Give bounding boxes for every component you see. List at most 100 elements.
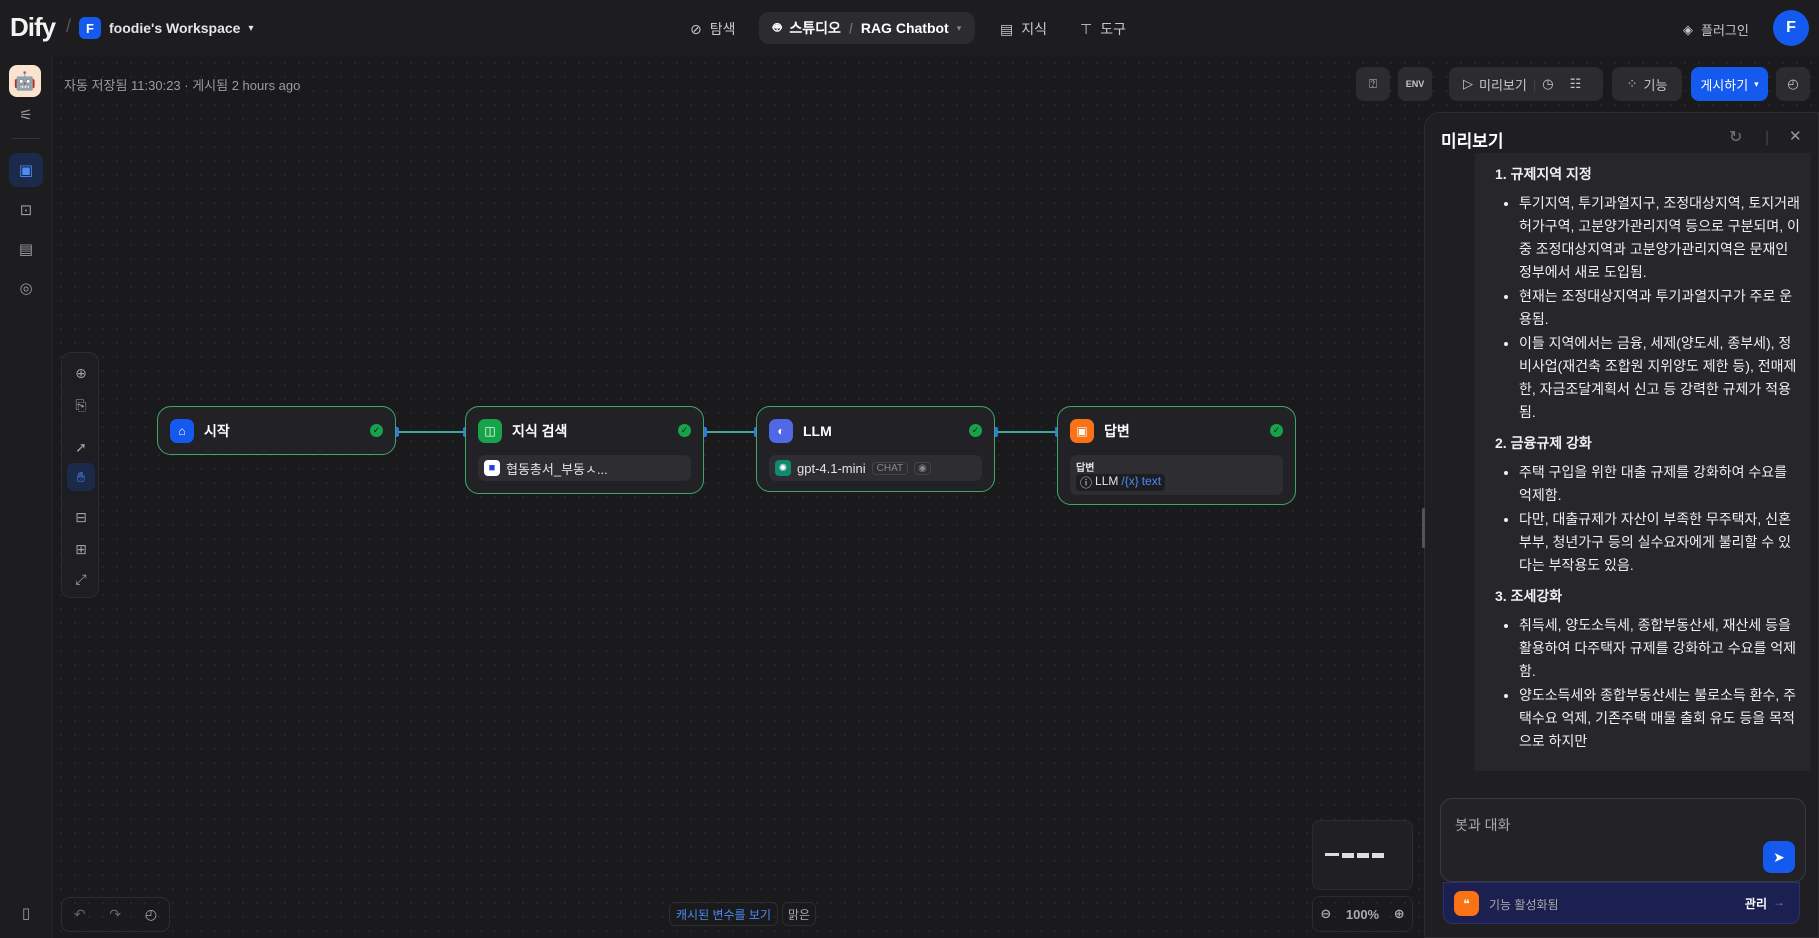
list-item: 취득세, 양도소득세, 종합부동산세, 재산세 등을 활용하여 다주택자 규제를… [1519, 614, 1803, 683]
workspace-name: foodie's Workspace [109, 20, 241, 36]
arrow-right-icon: → [1773, 895, 1785, 909]
node-start[interactable]: ⌂시작 ✓ [157, 406, 396, 455]
publish-label: 게시하기 [1700, 77, 1749, 93]
settings-sliders-icon[interactable]: ⚟ [19, 107, 33, 124]
zoom-level[interactable]: 100% [1345, 906, 1380, 922]
node-handle[interactable] [395, 427, 399, 437]
robot-icon: 🤖︎ [773, 19, 782, 35]
nav-knowledge[interactable]: ▤ 지식 [1000, 19, 1047, 39]
node-knowledge-retrieval[interactable]: ◫지식 검색 ✓ ■협동총서_부동ㅅ... [465, 406, 704, 494]
cube-icon: ◈ [1683, 21, 1693, 37]
hand-icon[interactable]: ✋︎ [67, 463, 95, 491]
model-mode-badge: CHAT [871, 461, 909, 475]
section-heading: 2. 금융규제 강화 [1495, 435, 1592, 451]
list-item: 주택 구입을 위한 대출 규제를 강화하여 수요를 억제함. [1519, 461, 1803, 507]
edge [995, 431, 1057, 433]
terminal-icon[interactable]: ⊡ [19, 202, 33, 219]
view-cached-vars-button[interactable]: 캐시된 변수를 보기 [669, 902, 778, 926]
edge [704, 431, 756, 433]
nav-tools-label: 도구 [1100, 21, 1126, 37]
monitoring-gauge-icon[interactable]: ◎ [19, 280, 33, 297]
nav-studio-label: 스튜디오 [789, 20, 841, 36]
workspace-selector[interactable]: F foodie's Workspace ▾ [79, 17, 253, 39]
refresh-icon[interactable]: ↻ [1729, 129, 1743, 146]
add-note-icon[interactable]: ⎘ [75, 396, 87, 413]
preview-title: 미리보기 [1441, 132, 1504, 151]
play-icon: ▷ [1463, 76, 1473, 91]
minimap-node [1342, 853, 1354, 858]
book-icon: ▤ [1000, 20, 1014, 37]
manage-link[interactable]: 관리 → [1745, 895, 1785, 912]
canvas-tools: ⊕ ⎘ ➚ ✋︎ ⊟ ⊞ ⤢ [61, 352, 99, 598]
manage-label: 관리 [1744, 897, 1767, 911]
chevron-down-icon: ▾ [1754, 78, 1759, 89]
organize-blocks-icon[interactable]: ⊞ [75, 540, 87, 557]
node-handle[interactable] [703, 427, 707, 437]
workflow-orchestrate-icon[interactable]: ▣ [9, 153, 43, 187]
run-history-icon[interactable]: ◷ [1542, 76, 1554, 91]
node-title: 시작 [204, 423, 230, 439]
compass-icon: ⊘ [690, 20, 702, 37]
minimap[interactable] [1312, 820, 1413, 890]
checklist-icon[interactable]: ☷ [1569, 76, 1582, 91]
export-image-icon[interactable]: ⊟ [75, 508, 87, 525]
publish-button[interactable]: 게시하기 ▾ [1691, 67, 1768, 101]
check-icon: ✓ [1270, 424, 1283, 437]
send-icon: ➤ [1773, 848, 1785, 865]
zoom-out-icon[interactable]: ⊖ [1320, 906, 1332, 921]
node-handle[interactable] [994, 427, 998, 437]
book-open-icon: ◫ [478, 419, 502, 443]
logs-icon[interactable]: ▤ [18, 241, 34, 258]
divider: | [1765, 129, 1770, 146]
list-item: 투기지역, 투기과열지구, 조정대상지역, 토지거래허가구역, 고분양가관리지역… [1519, 192, 1803, 284]
chevron-down-icon: ▾ [248, 22, 254, 34]
plugins-button[interactable]: ◈플러그인 [1683, 20, 1749, 39]
separator: / [66, 16, 72, 36]
clear-button[interactable]: 맑은 [782, 902, 817, 926]
app-icon[interactable]: 🤖 [9, 65, 41, 97]
env-button[interactable]: ENV [1398, 67, 1432, 101]
add-node-icon[interactable]: ⊕ [75, 364, 87, 381]
chat-input[interactable]: 봇과 대화 ➤ [1440, 798, 1806, 882]
version-history-button[interactable]: ◴ [1776, 67, 1810, 101]
panel-resize-handle[interactable] [1422, 508, 1425, 548]
dify-logo[interactable]: Dify [10, 12, 56, 42]
openai-icon: ✺ [775, 460, 791, 476]
answer-label: 답변 [1076, 463, 1095, 474]
node-title: LLM [803, 423, 832, 439]
app-name[interactable]: RAG Chatbot [860, 20, 949, 36]
chat-input-placeholder: 봇과 대화 [1455, 817, 1511, 833]
preview-button[interactable]: 미리보기 [1479, 77, 1527, 93]
check-icon: ✓ [678, 424, 691, 437]
sidebar-toggle-icon[interactable]: ▯ [21, 905, 31, 922]
hammer-icon: ⊤ [1080, 20, 1093, 37]
nav-knowledge-label: 지식 [1021, 21, 1047, 37]
section-heading: 1. 규제지역 지정 [1495, 166, 1592, 182]
chat-variable-icon: ⍰ [1369, 76, 1377, 91]
minimap-node [1325, 853, 1339, 856]
history-icon[interactable]: ◴ [144, 906, 158, 922]
minimap-node [1372, 853, 1384, 858]
undo-icon[interactable]: ↶ [73, 906, 86, 922]
zoom-in-icon[interactable]: ⊕ [1393, 906, 1405, 921]
features-button[interactable]: ⁘기능 [1612, 67, 1682, 101]
send-button[interactable]: ➤ [1763, 841, 1795, 873]
eye-icon: ◉ [914, 461, 931, 475]
redo-icon[interactable]: ↷ [109, 906, 122, 922]
nav-explore[interactable]: ⊘탐색 [690, 19, 736, 39]
list-item: 현재는 조정대상지역과 투기과열지구가 주로 운용됨. [1519, 285, 1803, 331]
nav-studio[interactable]: 🤖︎ 스튜디오 / RAG Chatbot ▾ [759, 12, 976, 44]
var-name: text [1141, 474, 1162, 488]
list-item: 이들 지역에서는 금융, 세제(양도세, 종부세), 정비사업(재건축 조합원 … [1519, 332, 1803, 424]
user-avatar[interactable]: F [1773, 10, 1809, 46]
pointer-icon[interactable]: ➚ [75, 438, 87, 455]
fullscreen-icon[interactable]: ⤢ [75, 570, 87, 587]
close-icon[interactable]: ✕ [1789, 128, 1802, 145]
nav-tools[interactable]: ⊤ 도구 [1080, 19, 1126, 39]
autosave-status: 자동 저장됨 11:30:23 · 게시됨 2 hours ago [64, 78, 301, 93]
separator: / [848, 20, 853, 36]
conversation-vars-button[interactable]: ⍰ [1356, 67, 1390, 101]
divider [12, 138, 40, 139]
